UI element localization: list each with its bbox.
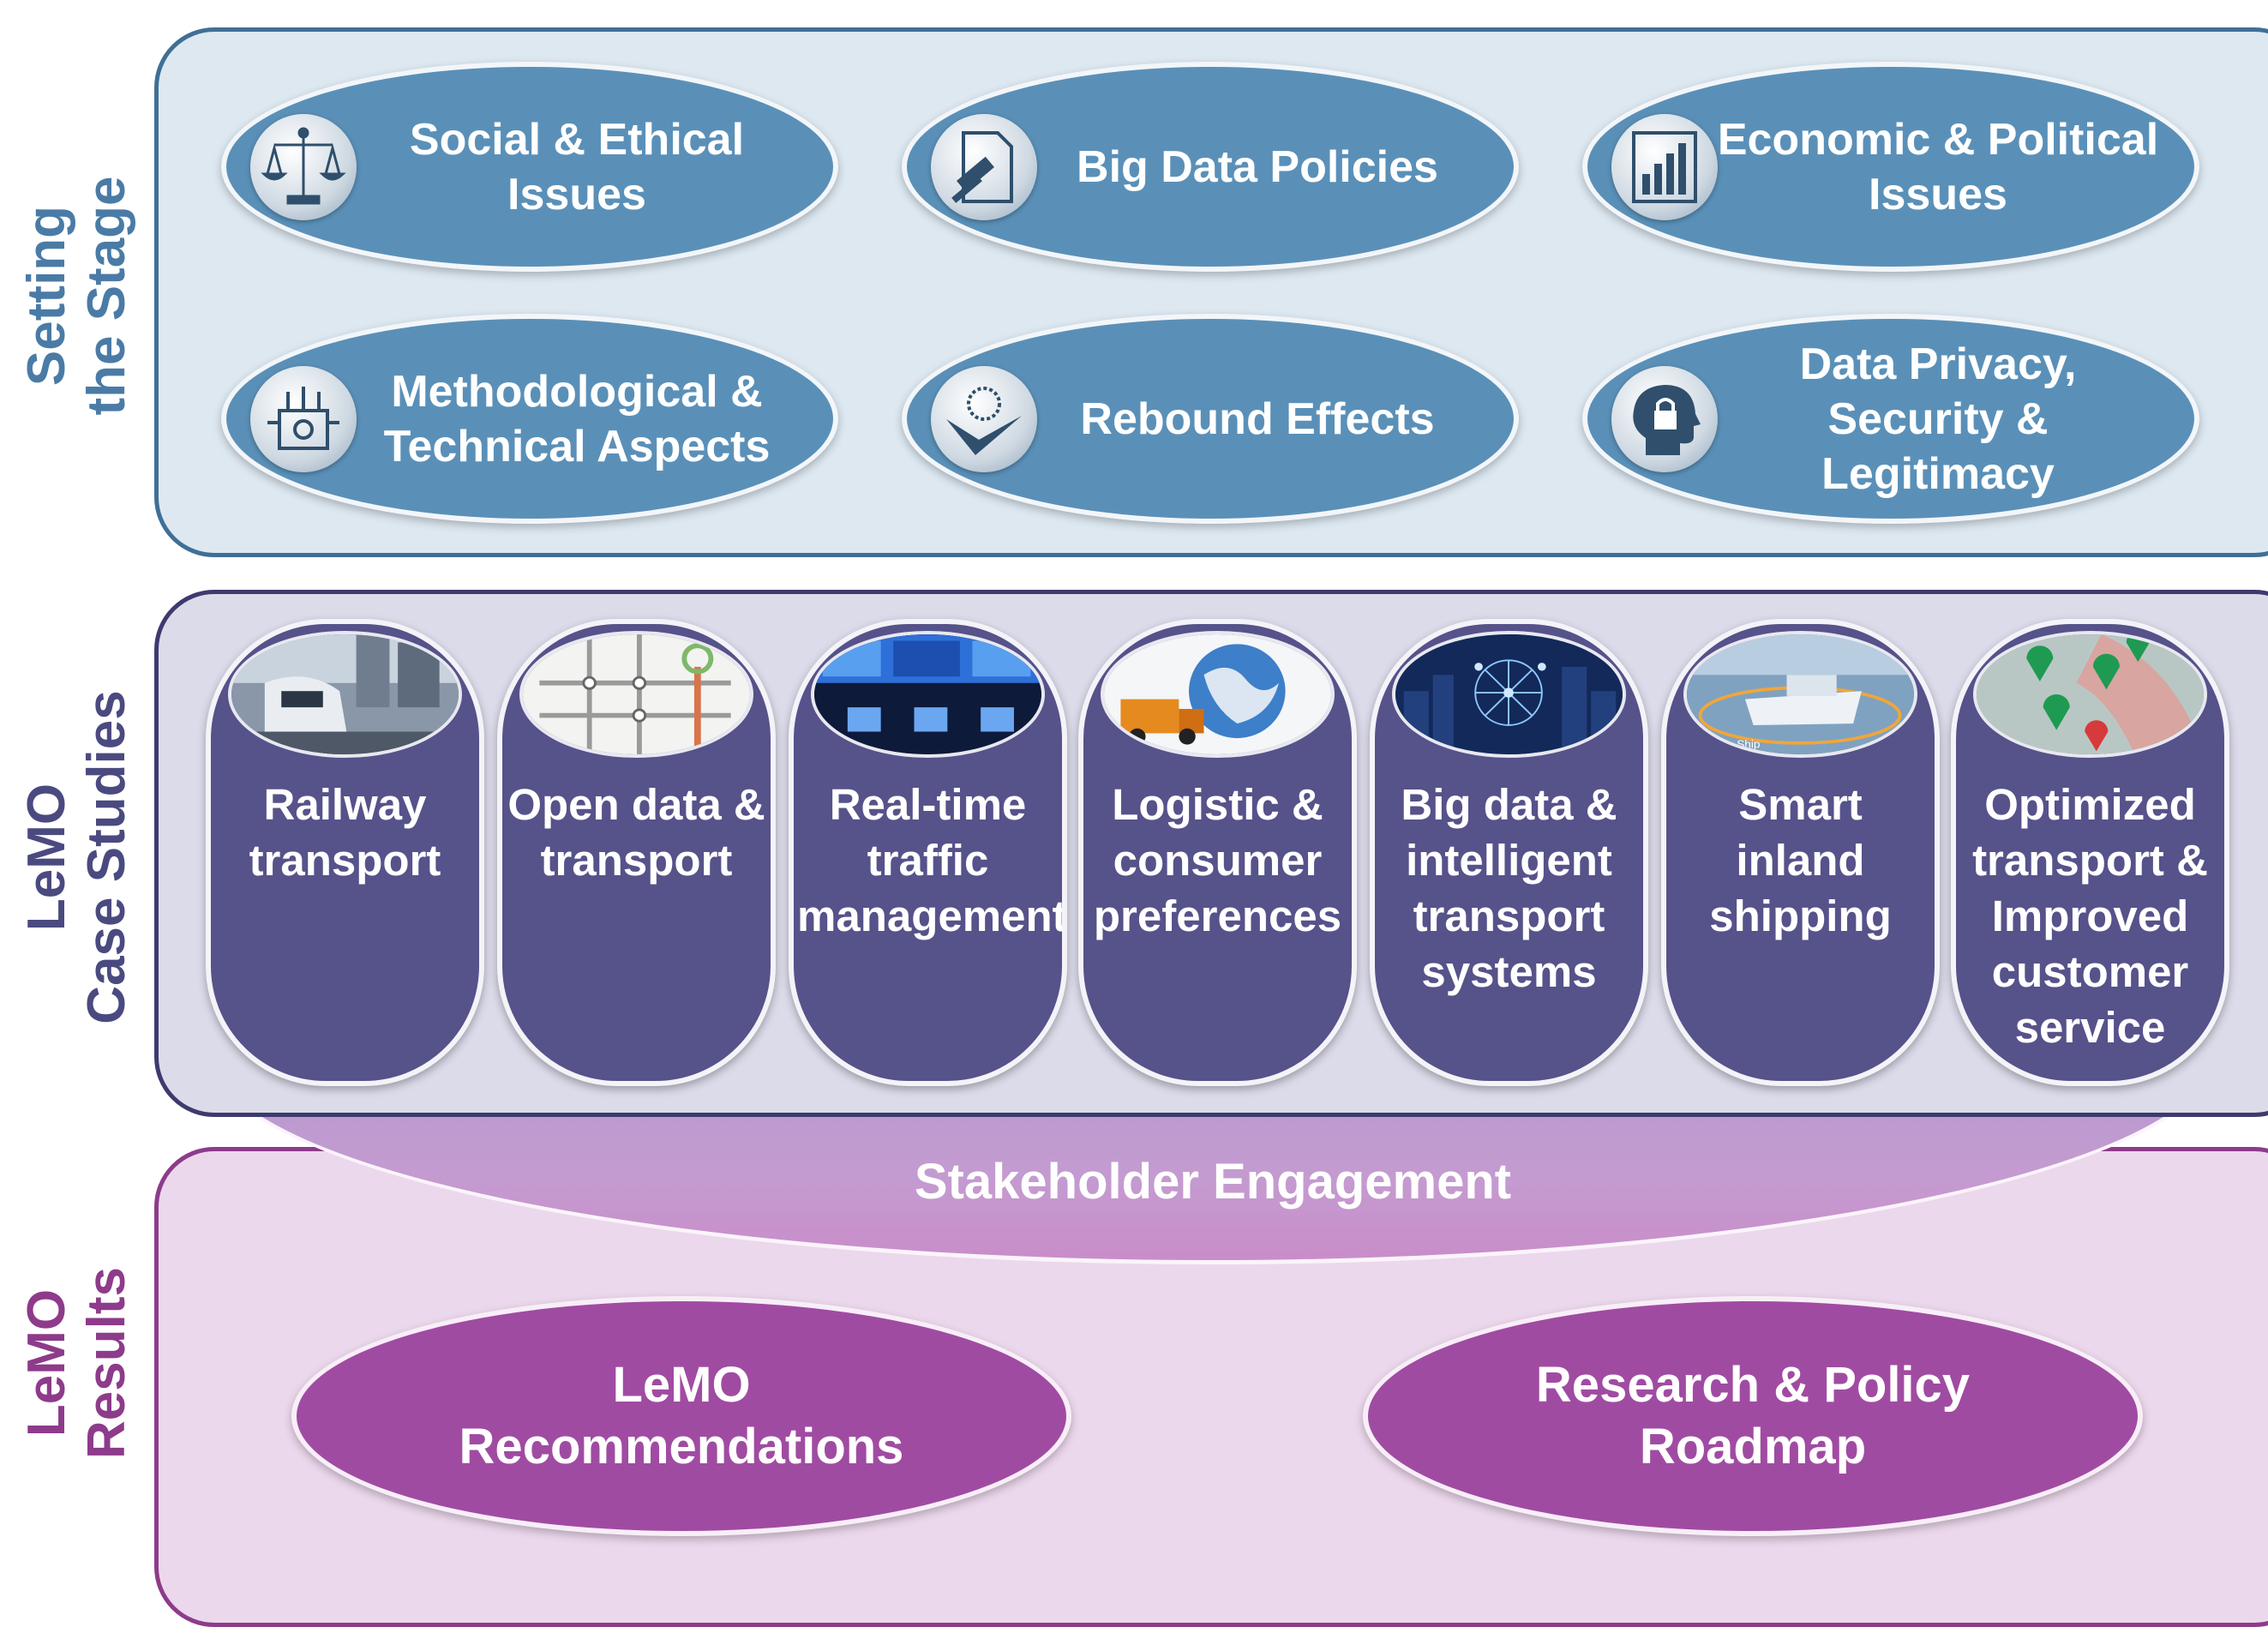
- case-study-open-data: Open data & transport: [497, 619, 776, 1086]
- section-label-results: LeMO Results: [17, 1106, 137, 1620]
- topic-rebound-effects: Rebound Effects: [902, 314, 1519, 524]
- section-label-line: the Stage: [77, 176, 136, 416]
- section-label-line: Setting: [17, 205, 76, 387]
- case-study-label: Smart inland shipping: [1709, 780, 1892, 940]
- section-label-line: Case Studies: [77, 690, 136, 1024]
- case-study-real-time-traffic: Real-time traffic management: [789, 619, 1067, 1086]
- topic-label: Data Privacy, Security & Legitimacy: [1799, 339, 2077, 499]
- case-study-label: Logistic & consumer preferences: [1093, 780, 1342, 940]
- result-research-policy-roadmap: Research & Policy Roadmap: [1363, 1296, 2143, 1536]
- case-study-inland-shipping: Ship Smart inland shipping: [1661, 619, 1940, 1086]
- case-study-logistic: Logistic & consumer preferences: [1078, 619, 1357, 1086]
- section-label-setting-the-stage: Setting the Stage: [17, 39, 137, 553]
- bar-chart-icon: [1611, 113, 1718, 220]
- transit-map-photo: [519, 631, 753, 758]
- topic-economic-political: Economic & Political Issues: [1582, 62, 2199, 272]
- case-study-label: Real-time traffic management: [797, 780, 1067, 940]
- topic-label: Economic & Political Issues: [1717, 114, 2159, 219]
- case-study-label: Big data & intelligent transport systems: [1401, 780, 1617, 996]
- topic-methodological: Methodological & Technical Aspects: [221, 314, 838, 524]
- stakeholder-engagement-label: Stakeholder Engagement: [914, 1154, 1512, 1210]
- head-lock-icon: [1611, 365, 1718, 472]
- topic-big-data-policies: Big Data Policies: [902, 62, 1519, 272]
- result-lemo-recommendations: LeMO Recommendations: [291, 1296, 1071, 1536]
- topic-label: Big Data Policies: [1077, 141, 1438, 192]
- gavel-document-icon: [931, 113, 1037, 220]
- result-label: Research & Policy Roadmap: [1535, 1357, 1971, 1474]
- result-label: LeMO Recommendations: [459, 1357, 904, 1474]
- case-study-label: Open data & transport: [507, 780, 765, 885]
- case-study-big-data-its: Big data & intelligent transport systems: [1370, 619, 1648, 1086]
- truck-globe-photo: [1101, 631, 1335, 758]
- scales-icon: [250, 113, 357, 220]
- topic-data-privacy: Data Privacy, Security & Legitimacy: [1582, 314, 2199, 524]
- case-study-label: Railway transport: [249, 780, 441, 885]
- section-label-line: LeMO: [17, 783, 76, 932]
- topic-label: Methodological & Technical Aspects: [383, 366, 771, 471]
- gear-circuit-icon: [250, 365, 357, 472]
- control-room-photo: [811, 631, 1045, 758]
- topic-label: Rebound Effects: [1080, 393, 1435, 444]
- train-photo: [228, 631, 462, 758]
- section-label-case-studies: LeMO Case Studies: [17, 600, 137, 1114]
- case-study-railway: Railway transport: [206, 619, 484, 1086]
- section-label-line: Results: [77, 1267, 136, 1459]
- case-study-optimized-transport: Optimized transport & Improved customer …: [1951, 619, 2229, 1086]
- topic-social-ethical: Social & Ethical Issues: [221, 62, 838, 272]
- case-study-label: Optimized transport & Improved customer …: [1972, 780, 2208, 1052]
- topic-label: Social & Ethical Issues: [409, 114, 745, 219]
- ship-caption: Ship: [1737, 738, 1760, 751]
- ship-photo: Ship: [1683, 631, 1917, 758]
- section-label-line: LeMO: [17, 1288, 76, 1438]
- rebound-arrow-icon: [931, 365, 1037, 472]
- smart-city-photo: [1392, 631, 1626, 758]
- map-pins-photo: [1973, 631, 2207, 758]
